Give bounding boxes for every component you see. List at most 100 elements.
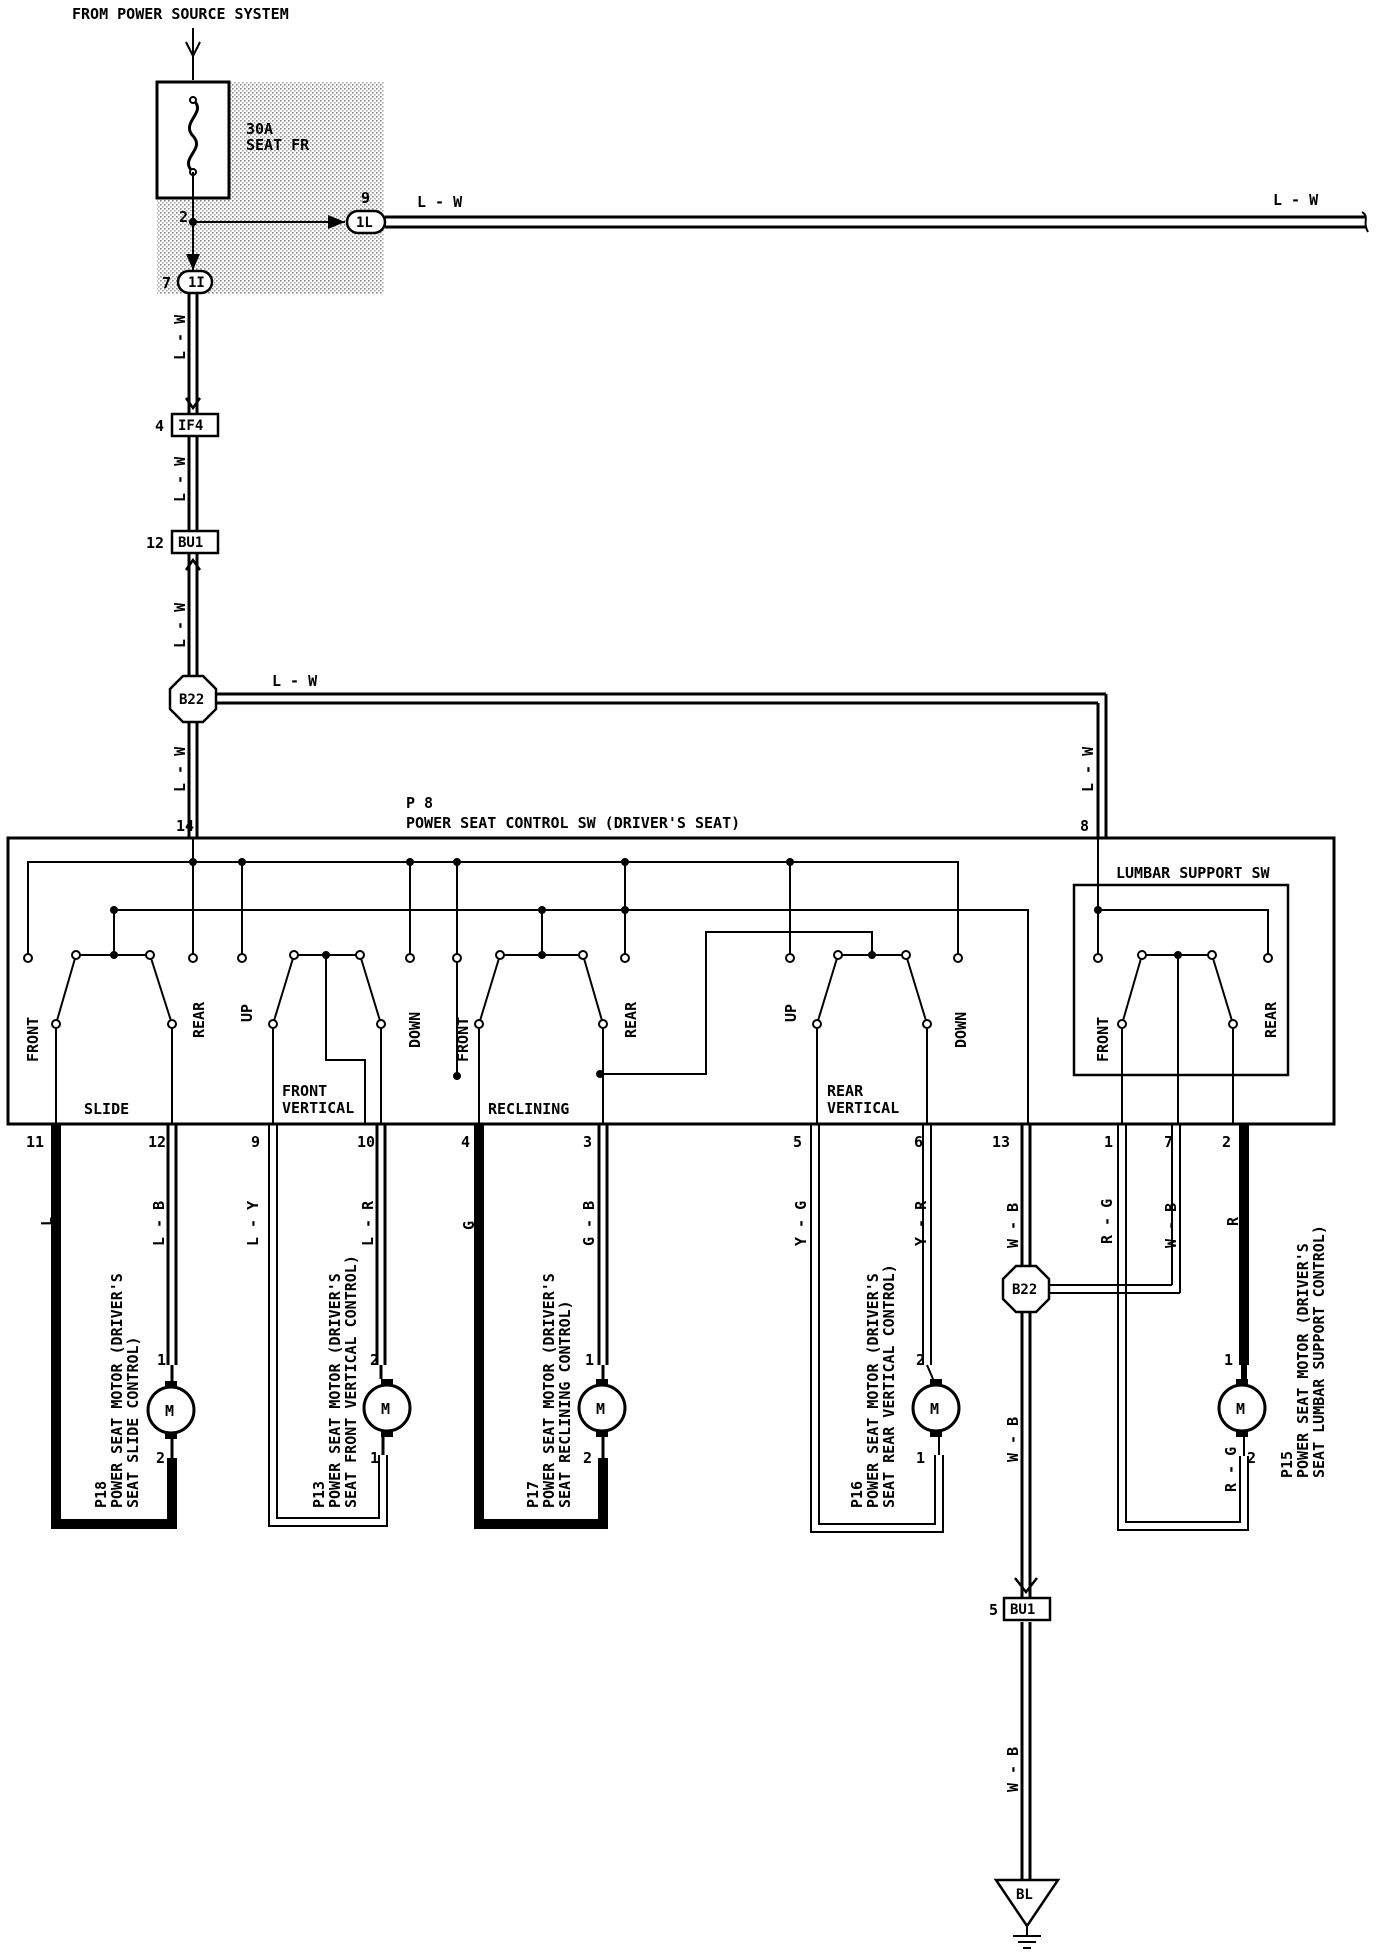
svg-text:BL: BL	[1016, 1887, 1033, 1903]
pin-4: 4	[461, 1133, 470, 1151]
connector-1l: 1L	[345, 209, 387, 235]
source-label: FROM POWER SOURCE SYSTEM	[72, 5, 289, 23]
svg-text:M: M	[1236, 1400, 1245, 1418]
p15-pin1: 1	[1224, 1351, 1233, 1369]
wire-wb-3: W - B	[1004, 1747, 1022, 1792]
wire-lw-2: L - W	[1273, 191, 1319, 209]
wire-lw-1: L - W	[417, 193, 463, 211]
pin-13: 13	[992, 1133, 1010, 1151]
wire-r: R	[1224, 1216, 1242, 1226]
junction-b22-top: B22	[168, 674, 218, 724]
pin-3: 3	[583, 1133, 592, 1151]
svg-text:SEAT SLIDE CONTROL): SEAT SLIDE CONTROL)	[124, 1336, 142, 1508]
lumbar-support-switch	[1072, 883, 1290, 1077]
connector-bu1-bottom: BU1	[1002, 1596, 1052, 1622]
svg-text:POWER SEAT MOTOR (DRIVER'S: POWER SEAT MOTOR (DRIVER'S	[540, 1273, 558, 1508]
pos-rec-rear: REAR	[622, 1001, 640, 1038]
wire-gb: G - B	[580, 1201, 598, 1246]
wire-lw-4: L - W	[171, 456, 189, 502]
wire-lr: L - R	[359, 1200, 377, 1246]
wire-lw-8: L - W	[1079, 746, 1097, 792]
svg-text:B22: B22	[1012, 1282, 1037, 1298]
svg-text:M: M	[381, 1400, 390, 1418]
fuse-pin: 2	[179, 208, 188, 226]
p17-label: P17 POWER SEAT MOTOR (DRIVER'S SEAT RECL…	[524, 1273, 574, 1508]
pos-lumbar-front: FRONT	[1094, 1017, 1112, 1062]
svg-text:M: M	[165, 1402, 174, 1420]
section-front: FRONT	[282, 1082, 327, 1100]
svg-text:SEAT FRONT VERTICAL CONTROL): SEAT FRONT VERTICAL CONTROL)	[342, 1255, 360, 1508]
wire-l: L	[38, 1217, 56, 1226]
wire-wb-1: W - B	[1004, 1203, 1022, 1248]
pin-7: 7	[1164, 1133, 1173, 1151]
svg-text:1L: 1L	[356, 215, 373, 231]
wire-lw-5: L - W	[171, 602, 189, 648]
svg-text:BU1: BU1	[178, 535, 203, 551]
switch-pin-14: 14	[176, 817, 194, 835]
section-vertical: VERTICAL	[282, 1099, 354, 1117]
connector-1i: 1I	[176, 269, 214, 295]
svg-text:BU1: BU1	[1010, 1602, 1035, 1618]
svg-text:P15: P15	[1278, 1451, 1296, 1478]
connector-1l-pin: 9	[361, 189, 370, 207]
svg-text:SEAT RECLINING CONTROL): SEAT RECLINING CONTROL)	[556, 1300, 574, 1508]
switch-contacts	[23, 950, 1273, 1029]
svg-text:SEAT REAR VERTICAL CONTROL): SEAT REAR VERTICAL CONTROL)	[880, 1264, 898, 1508]
svg-text:P17: P17	[524, 1481, 542, 1508]
pos-rv-up: UP	[782, 1004, 800, 1022]
p16-label: P16 POWER SEAT MOTOR (DRIVER'S SEAT REAR…	[848, 1264, 898, 1508]
p16-pin1: 2	[916, 1351, 925, 1369]
wire-rg: R - G	[1098, 1199, 1116, 1244]
pin-10: 10	[357, 1133, 375, 1151]
svg-text:IF4: IF4	[178, 418, 203, 434]
svg-text:1I: 1I	[188, 275, 205, 291]
connector-1i-pin: 7	[162, 274, 171, 292]
wire-lw-7: L - W	[272, 672, 318, 690]
p15-label: P15 POWER SEAT MOTOR (DRIVER'S SEAT LUMB…	[1278, 1225, 1328, 1478]
connector-bu1-top-pin: 12	[146, 534, 164, 552]
switch-pin-8: 8	[1080, 817, 1089, 835]
svg-text:P13: P13	[310, 1481, 328, 1508]
svg-text:P18: P18	[92, 1481, 110, 1508]
wire-g: G	[460, 1221, 478, 1230]
motor-p15: M	[1217, 1365, 1267, 1456]
wire-lw-6: L - W	[171, 746, 189, 792]
motor-p13: M	[362, 1365, 412, 1455]
switch-internal-wiring	[27, 838, 1269, 1124]
svg-text:M: M	[596, 1400, 605, 1418]
svg-text:POWER SEAT MOTOR (DRIVER'S: POWER SEAT MOTOR (DRIVER'S	[1294, 1243, 1312, 1478]
p13-pin2: 1	[370, 1449, 379, 1467]
wire-wb-2: W - B	[1004, 1417, 1022, 1462]
svg-text:POWER SEAT MOTOR (DRIVER'S: POWER SEAT MOTOR (DRIVER'S	[326, 1273, 344, 1508]
wire-wb-lumbar: W - B	[1162, 1203, 1180, 1248]
svg-text:M: M	[930, 1400, 939, 1418]
p18-pin1: 1	[157, 1351, 166, 1369]
svg-text:B22: B22	[179, 692, 204, 708]
section-slide: SLIDE	[84, 1100, 129, 1118]
section-rear-vertical: VERTICAL	[827, 1099, 899, 1117]
pin-1: 1	[1104, 1133, 1113, 1151]
pin-12: 12	[148, 1133, 166, 1151]
pin-6: 6	[914, 1133, 923, 1151]
ground-bl: BL	[993, 1878, 1061, 1949]
pos-slide-front: FRONT	[24, 1017, 42, 1062]
wire-rg-2: R - G	[1222, 1447, 1240, 1492]
p18-pin2: 2	[156, 1449, 165, 1467]
pin-9: 9	[251, 1133, 260, 1151]
wire-ly: L - Y	[244, 1201, 262, 1246]
svg-text:SEAT LUMBAR SUPPORT CONTROL): SEAT LUMBAR SUPPORT CONTROL)	[1310, 1225, 1328, 1478]
motor-p18: M	[146, 1365, 196, 1458]
fuse-rating: 30A	[246, 120, 273, 138]
pos-rv-down: DOWN	[952, 1012, 970, 1048]
pin-11: 11	[26, 1133, 44, 1151]
pos-lumbar-rear: REAR	[1262, 1001, 1280, 1038]
pin-5: 5	[793, 1133, 802, 1151]
section-rear: REAR	[827, 1082, 864, 1100]
pos-rec-front: FRONT	[454, 1017, 472, 1062]
wire-lb: L - B	[150, 1201, 168, 1246]
p17-pin2: 2	[583, 1449, 592, 1467]
motor-p16: M	[911, 1364, 961, 1455]
switch-code: P 8	[406, 794, 433, 812]
wire-slide-l	[51, 1124, 177, 1529]
